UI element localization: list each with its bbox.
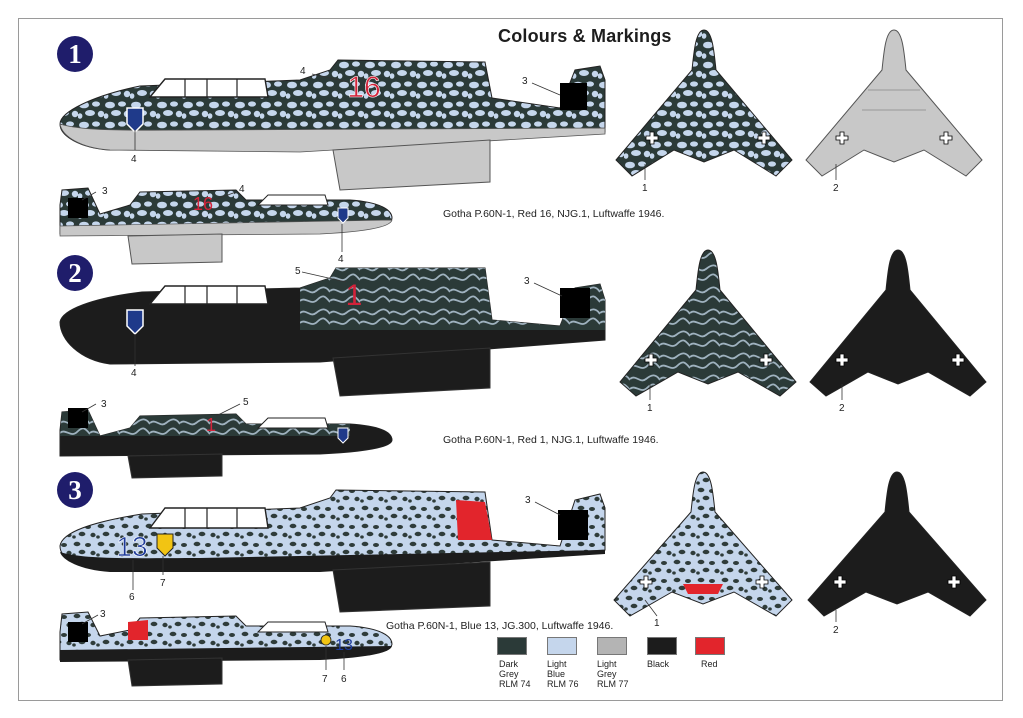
scheme1-side-small: 16 [59, 187, 393, 265]
callout-4: 4 [131, 368, 137, 379]
swatch-light-grey [597, 637, 627, 655]
callout-3: 3 [102, 186, 108, 197]
scheme-caption-3: Gotha P.60N-1, Blue 13, JG.300, Luftwaff… [386, 620, 614, 632]
aircraft-code-3: 13 [116, 531, 147, 562]
callout-3: 3 [522, 76, 528, 87]
callout-4: 4 [131, 154, 137, 165]
scheme-badge-3: 3 [57, 472, 93, 508]
scheme1-side-large: 16 [59, 59, 606, 191]
callout-5: 5 [295, 266, 301, 277]
callout-7: 7 [322, 674, 328, 685]
callout-6: 6 [341, 674, 347, 685]
plan-callout-1: 1 [647, 403, 653, 414]
callout-3: 3 [524, 276, 530, 287]
swatch-label-light-blue: Light Blue RLM 76 [547, 659, 579, 689]
scheme-badge-2: 2 [57, 255, 93, 291]
aircraft-code-1-small: 16 [193, 194, 213, 214]
swatch-label-dark-grey: Dark Grey RLM 74 [499, 659, 531, 689]
callout-5: 5 [243, 397, 249, 408]
swatch-light-blue [547, 637, 577, 655]
plan-callout-2: 2 [833, 183, 839, 194]
callout-7: 7 [160, 578, 166, 589]
callout-4: 4 [338, 254, 344, 265]
aircraft-code-1: 16 [347, 71, 380, 104]
callout-4: 4 [300, 66, 306, 77]
aircraft-code-2: 1 [346, 279, 363, 312]
swatch-label-black: Black [647, 659, 670, 669]
swatch-label-light-grey: Light Grey RLM 77 [597, 659, 629, 689]
scheme3-side-large: 13 [59, 489, 606, 613]
scheme2-side-large: 1 [59, 267, 606, 397]
swatch-black [647, 637, 677, 655]
callout-numbers: 4 3 4 3 4 4 5 3 4 3 5 3 6 7 3 7 6 1 2 1 … [100, 66, 845, 685]
aircraft-code-3-small: 13 [335, 637, 353, 654]
drawing-sheet-border [18, 18, 1003, 701]
callout-3: 3 [101, 399, 107, 410]
aircraft-code-2-small: 1 [206, 415, 216, 435]
callout-3: 3 [525, 495, 531, 506]
plan-callout-2: 2 [839, 403, 845, 414]
swatch-dark-grey [497, 637, 527, 655]
scheme-caption-2: Gotha P.60N-1, Red 1, NJG.1, Luftwaffe 1… [443, 434, 659, 446]
callout-4: 4 [239, 184, 245, 195]
scheme2-side-small: 1 [59, 408, 393, 479]
callout-lines [81, 73, 843, 670]
swatch-label-red: Red [701, 659, 718, 669]
plan-callout-2: 2 [833, 625, 839, 636]
swatch-red [695, 637, 725, 655]
plan-callout-1: 1 [654, 618, 660, 629]
plan-callout-1: 1 [642, 183, 648, 194]
plan-views [613, 29, 987, 617]
scheme-caption-1: Gotha P.60N-1, Red 16, NJG.1, Luftwaffe … [443, 208, 665, 220]
callout-3: 3 [100, 609, 106, 620]
callout-6: 6 [129, 592, 135, 603]
page-title: Colours & Markings [498, 26, 672, 46]
scheme-badge-1: 1 [57, 36, 93, 72]
scheme3-side-small: 13 [59, 611, 393, 687]
